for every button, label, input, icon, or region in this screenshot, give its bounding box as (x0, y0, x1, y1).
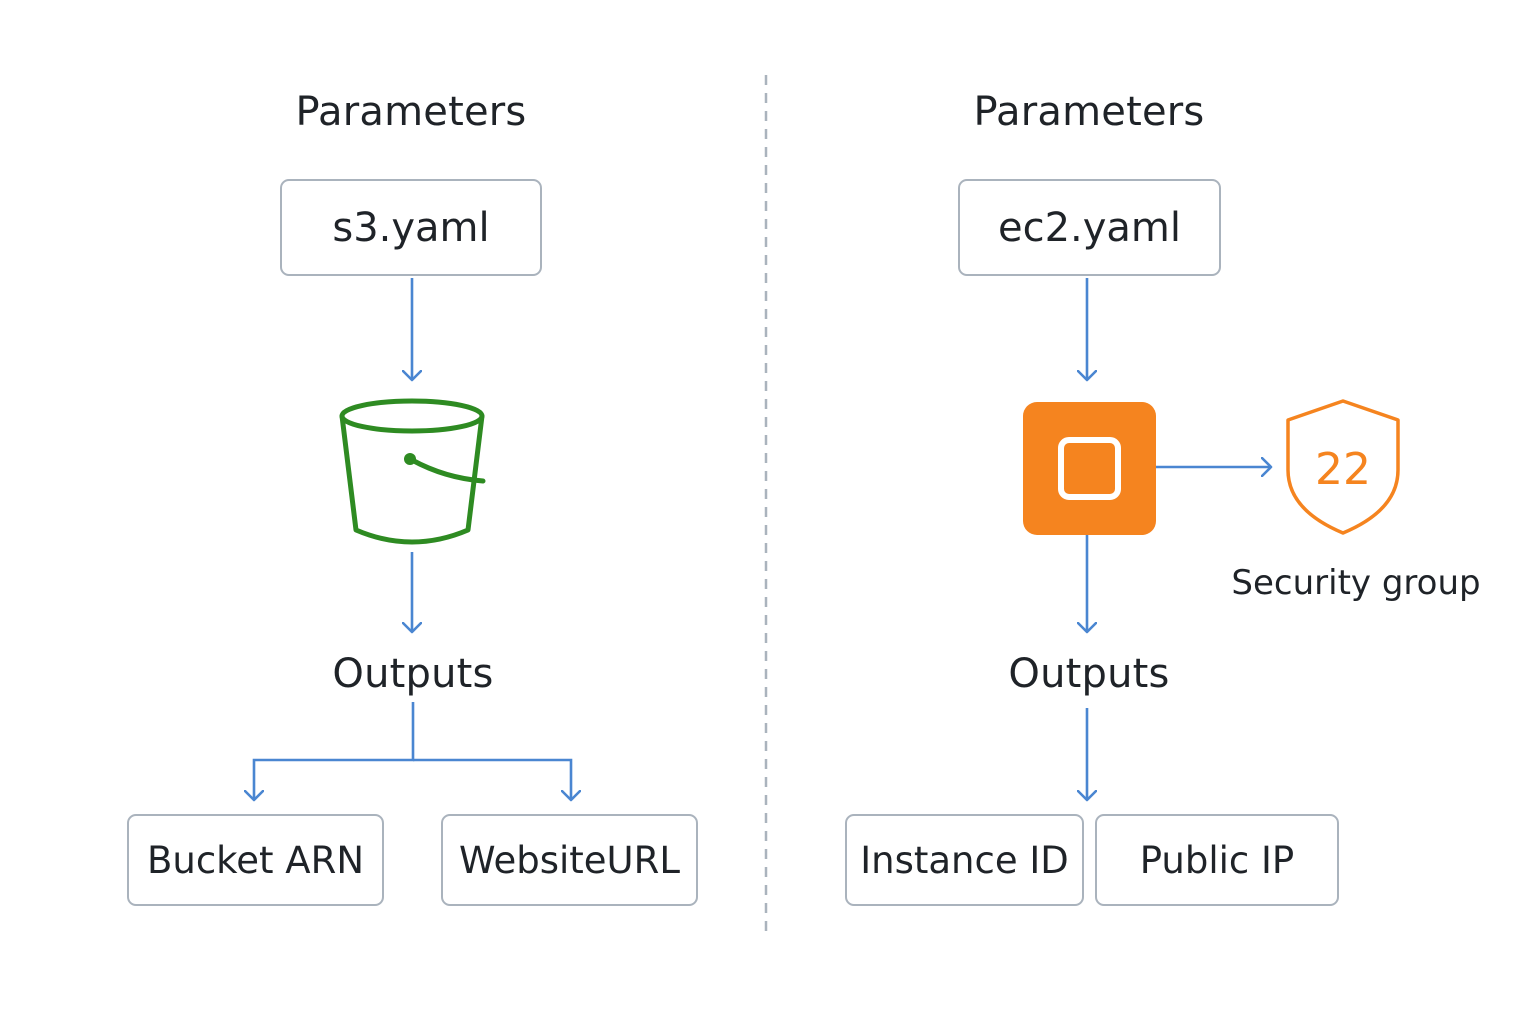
output-bucket-arn-label: Bucket ARN (146, 838, 364, 882)
arrow-outputs-to-website-url (413, 758, 571, 800)
security-group-label: Security group (1231, 563, 1481, 603)
right-parameters-heading: Parameters (973, 89, 1205, 135)
output-instance-id-label: Instance ID (860, 838, 1069, 882)
s3-template-file-box[interactable]: s3.yaml (280, 179, 542, 276)
right-outputs-heading: Outputs (1008, 651, 1170, 697)
left-parameters-heading: Parameters (295, 89, 527, 135)
ec2-template-file-label: ec2.yaml (997, 204, 1182, 251)
output-instance-id-box[interactable]: Instance ID (845, 814, 1084, 906)
output-public-ip-label: Public IP (1139, 838, 1295, 882)
shield-icon: 22 (1286, 399, 1400, 535)
s3-template-file-label: s3.yaml (332, 204, 490, 251)
output-website-url-label: WebsiteURL (459, 838, 680, 882)
ec2-instance-icon (1023, 402, 1156, 535)
output-public-ip-box[interactable]: Public IP (1095, 814, 1339, 906)
security-group-port: 22 (1315, 444, 1371, 495)
output-website-url-box[interactable]: WebsiteURL (441, 814, 698, 906)
left-outputs-heading: Outputs (332, 651, 494, 697)
ec2-template-file-box[interactable]: ec2.yaml (958, 179, 1221, 276)
arrow-outputs-to-bucket-arn (254, 702, 415, 800)
s3-bucket-icon (339, 398, 486, 545)
output-bucket-arn-box[interactable]: Bucket ARN (127, 814, 384, 906)
